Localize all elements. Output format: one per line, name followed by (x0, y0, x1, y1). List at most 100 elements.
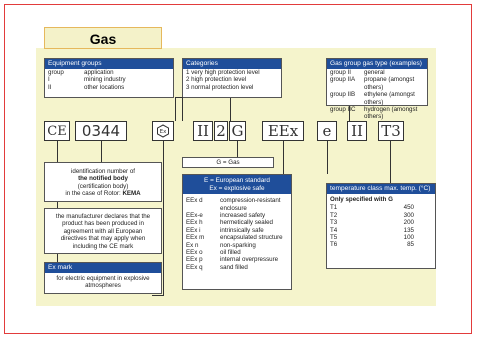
connector-line (163, 141, 164, 295)
connector-line (101, 141, 102, 162)
table-cell: EEx-e (186, 212, 203, 219)
table-row: EEx p internal overpressure (183, 256, 291, 263)
table-cell: hydrogen (amongst others) (364, 106, 418, 121)
table-cell: EEx p (186, 256, 203, 264)
table-cell: oil filled (220, 249, 241, 257)
table-cell: I (48, 76, 50, 84)
table-cell: T2 (330, 211, 338, 219)
table-row: Ex n non-sparking (183, 242, 291, 249)
protection-mark: e (317, 121, 337, 141)
table-cell: internal overpressure (220, 256, 279, 264)
notified-body-number: 0344 (75, 121, 127, 141)
table-cell: other locations (84, 83, 125, 91)
connector-line (349, 106, 350, 121)
table-row: T2 300 (327, 212, 435, 219)
ce-declaration-box: the manufacturer declares that the produ… (44, 208, 162, 254)
table-cell: group IIC (330, 106, 356, 114)
temperature-class-mark: T3 (378, 121, 404, 141)
outer-frame (4, 4, 472, 334)
table-cell: 85 (407, 241, 414, 249)
ex-mark-text: for electric equipment in explosive atmo… (56, 275, 150, 290)
ex-mark-box: Ex mark for electric equipment in explos… (44, 262, 162, 294)
notified-body-line: (certification body) (77, 182, 129, 190)
table-cell: T1 (330, 204, 338, 212)
connector-line (175, 97, 176, 121)
table-cell: EEx m (186, 234, 205, 242)
table-cell: EEx i (186, 226, 201, 234)
table-cell: non-sparking (220, 241, 256, 249)
category-mark: 2 (214, 121, 228, 141)
table-cell: group (48, 69, 64, 76)
table-row: EEx i intrinsically safe (183, 227, 291, 234)
table-row: 3 normal protection level (183, 84, 281, 91)
table-cell: enclosure (220, 204, 247, 212)
page-title: Gas (44, 27, 162, 49)
table-cell: EEx q (186, 263, 203, 271)
table-row: 2 high protection level (183, 76, 281, 83)
table-cell: 200 (403, 219, 414, 227)
gas-mark: G (229, 121, 246, 141)
connector-line (283, 141, 284, 174)
gas-group-mark: II (347, 121, 367, 141)
table-cell: EEx o (186, 249, 203, 257)
eex-mark: EEx (262, 121, 304, 141)
eex-header-line: Ex = explosive safe (209, 184, 265, 192)
table-row: T5 100 (327, 234, 435, 241)
table-cell: T5 (330, 234, 338, 242)
table-cell: 1 very high protection level (186, 69, 260, 76)
table-cell: group IIA (330, 76, 356, 84)
table-cell: hermetically sealed (220, 219, 273, 227)
table-cell: 450 (403, 204, 414, 212)
table-cell: T3 (330, 219, 338, 227)
eex-header-line: E = European standard (204, 177, 270, 184)
notified-body-line: identification number of (71, 168, 135, 175)
ex-mark-header: Ex mark (45, 263, 161, 273)
table-cell: Ex n (186, 241, 199, 249)
temperature-class-header: temperature class max. temp. (°C) (327, 184, 435, 194)
table-cell: intrinsically safe (220, 226, 264, 234)
table-row: 1 very high protection level (183, 69, 281, 76)
table-cell: EEx d (186, 197, 203, 205)
table-cell: 300 (403, 211, 414, 219)
table-cell: 3 normal protection level (186, 83, 254, 91)
table-row: T3 200 (327, 219, 435, 226)
ex-hexagon-icon: Ex (157, 124, 169, 138)
temperature-class-subheader: Only specified with G (330, 196, 393, 203)
table-row: T6 85 (327, 241, 435, 248)
table-cell: T6 (330, 241, 338, 249)
connector-line (230, 98, 231, 121)
table-cell: 100 (403, 234, 414, 242)
table-cell: T4 (330, 226, 338, 234)
table-row: T1 450 (327, 204, 435, 211)
connector-line (152, 295, 164, 296)
table-cell: ethylene (amongst others) (364, 91, 415, 106)
table-cell: encapsulated structure (220, 234, 283, 242)
gas-definition-box: G = Gas (182, 157, 274, 168)
table-row: enclosure (183, 205, 291, 212)
equipment-group-mark: II (193, 121, 213, 141)
table-row: group application (45, 69, 173, 76)
temperature-class-box: temperature class max. temp. (°C) Only s… (326, 183, 436, 269)
table-cell: application (84, 69, 114, 76)
table-cell: mining industry (84, 76, 126, 84)
ex-symbol: Ex (152, 121, 174, 141)
categories-header: Categories (183, 59, 281, 69)
table-row: EEx m encapsulated structure (183, 234, 291, 241)
table-cell: increased safety (220, 212, 266, 219)
eex-box: E = European standard Ex = explosive saf… (182, 174, 292, 290)
svg-text:Ex: Ex (160, 129, 167, 135)
eex-header: E = European standard Ex = explosive saf… (183, 175, 291, 195)
